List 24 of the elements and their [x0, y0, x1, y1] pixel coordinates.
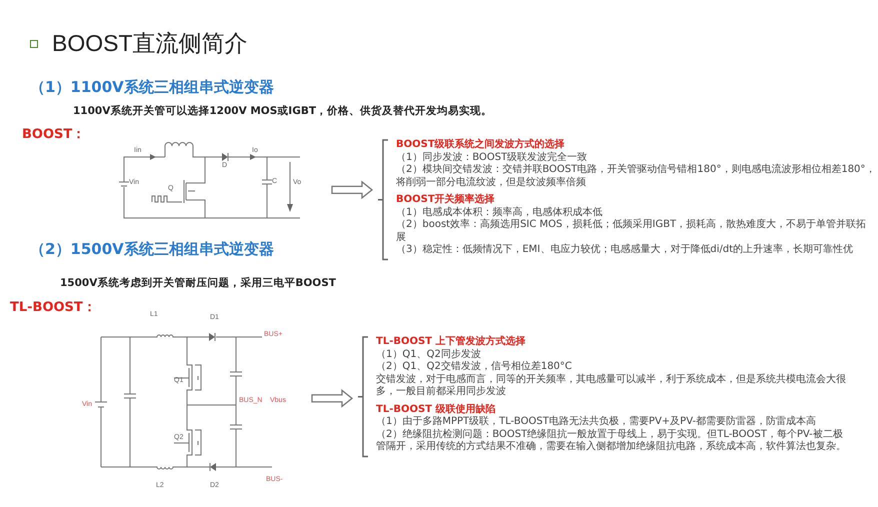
circuit-heading: TL-BOOST：	[10, 299, 96, 316]
note-text: （2）绝缘阻抗检测问题：BOOST绝缘阻抗一般放置于母线上，易于实现。但TL-BOOST，每个PV-被二极管隔开，采用传统的方式结果不准确，需要在输入侧都增加绝缘阻抗电路，系统成本高，软件算法也复杂。	[376, 428, 847, 454]
note-text: （2）模块间交错发波：交错并联BOOST电路，开关管驱动信号错相180°，则电感电流波形相位相差180°，将削弱一部分电流纹波，但是纹波频率倍频	[396, 164, 876, 189]
section-heading: （1）1100V系统三相组串式逆变器	[30, 78, 274, 97]
slide-title: BOOST直流侧简介	[52, 29, 248, 58]
note-text: （2）Q1、Q2交错发波，信号相位差180°C	[376, 361, 573, 374]
note-text: （1）由于多路MPPT级联，TL-BOOST电路无法共负极，需要PV+及PV-都需要防雷器，防雷成本高	[376, 416, 817, 428]
note-text: 交错发波，对于电感而言，同等的开关频率，其电感量可以减半，利于系统成本，但是系统共模电流会大很多，一般目前都采用同步发波	[376, 374, 847, 398]
note-text: 1500V系统考虑到开关管耐压问题，采用三电平BOOST	[60, 276, 336, 290]
note-text: （1）Q1、Q2同步发波	[376, 348, 482, 360]
bracketed-note	[358, 336, 848, 458]
note-heading: TL-BOOST 上下管发波方式选择	[376, 336, 526, 348]
circuit-heading: BOOST：	[22, 126, 86, 143]
note-heading: BOOST开关频率选择	[396, 194, 496, 206]
note-heading: BOOST级联系统之间发波方式的选择	[396, 139, 566, 152]
note-heading: TL-BOOST 级联使用缺陷	[376, 404, 496, 416]
note-text: （1）同步发波：BOOST级联发波完全一致	[396, 152, 588, 164]
note-text: （1）电感成本体积：频率高，电感体积成本低	[396, 206, 604, 218]
note-text: （3）稳定性：低频情况下，EMI、电应力较优；电感感量大，对于降低di/dt的上升速率，长期可靠性优	[396, 244, 854, 256]
section-heading: （2）1500V系统三相组串式逆变器	[30, 240, 274, 259]
arrow	[331, 180, 374, 200]
note-text: （2）boost效率：高频选用SIC MOS，损耗低；低频采用IGBT，损耗高，散热难度大，不易于单管并联拓展	[396, 219, 868, 244]
note-text: 1100V系统开关管可以选择1200V MOS或IGBT，价格、供货及替代开发均易实现。	[73, 104, 492, 118]
arrow	[311, 389, 354, 408]
